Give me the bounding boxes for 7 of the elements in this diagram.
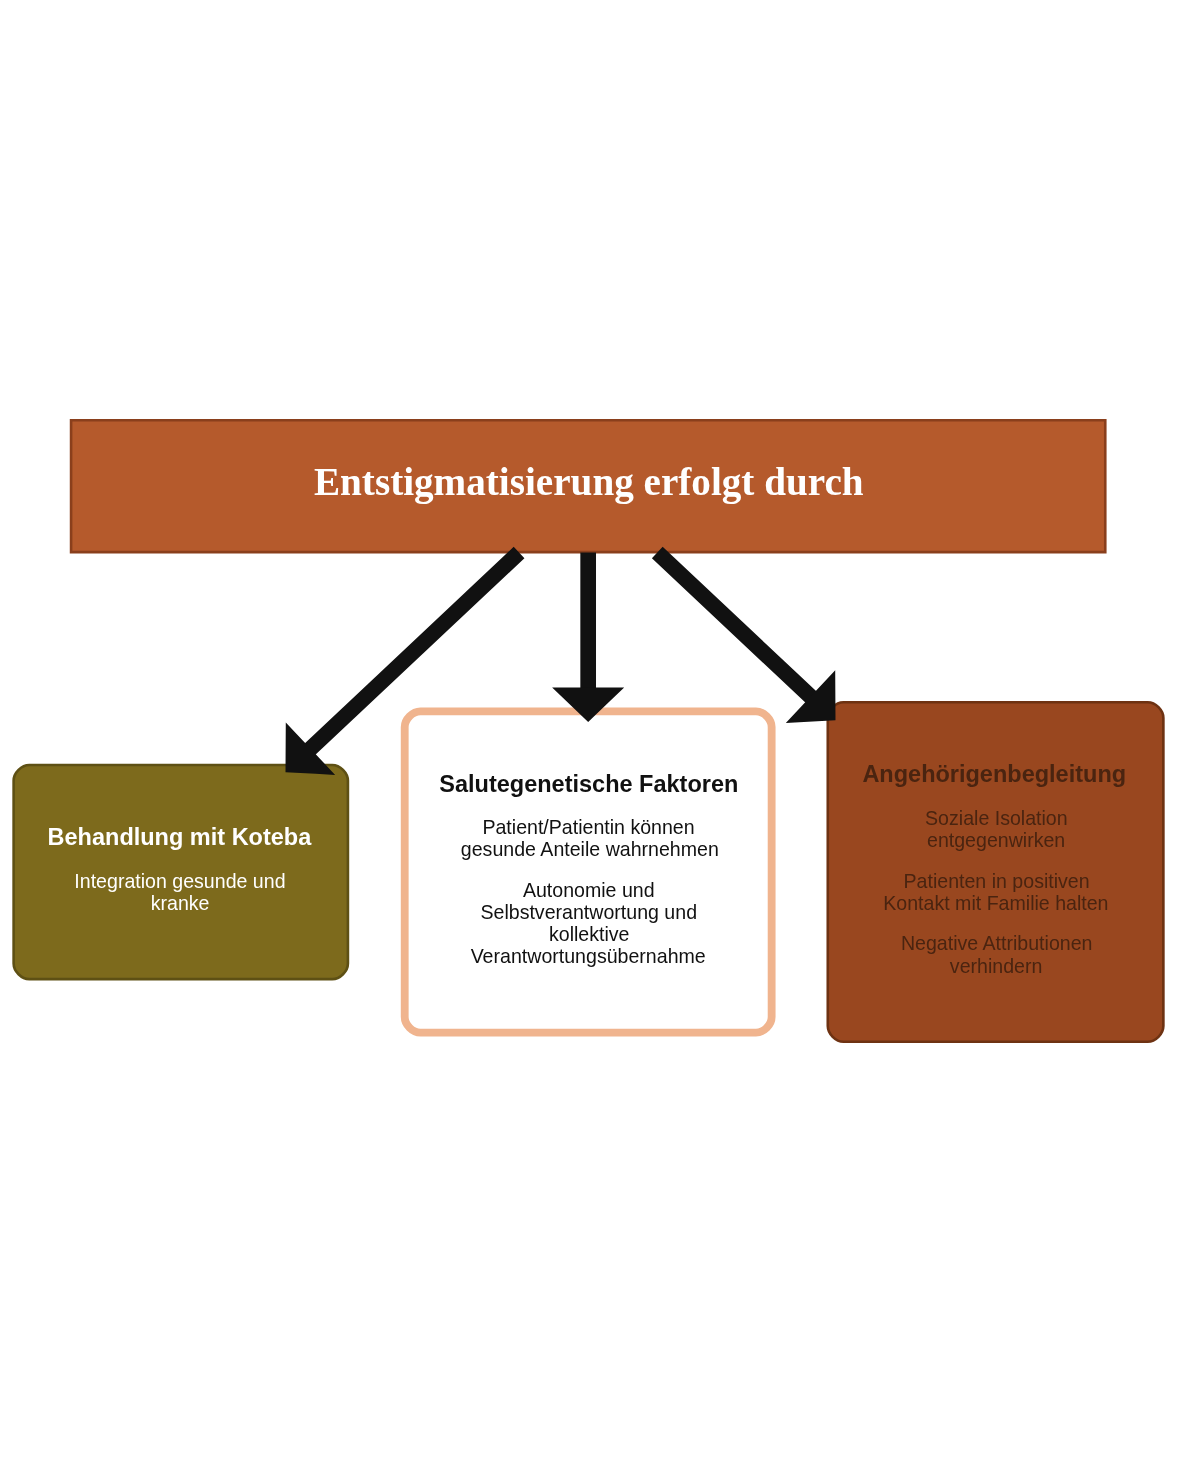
node-box: Angehörigenbegleitung Soziale Isolation entgegenwirken Patienten in positiven Kontakt mit Familie halten Negative Attributionen verhindern xyxy=(826,700,1165,1043)
node-box: Entstigmatisierung erfolgt durch xyxy=(69,418,1107,553)
node-box: Behandlung mit Koteba Integration gesunde und kranke xyxy=(12,763,350,980)
arrow xyxy=(552,552,625,722)
arrow xyxy=(285,546,525,775)
arrow xyxy=(651,546,836,723)
node-box: Salutegenetische Faktoren Patient/Patientin können gesunde Anteile wahrnehmen Autonomie und Selbstverantwortung und kollektive Verantwortungsübernahme xyxy=(400,707,776,1037)
